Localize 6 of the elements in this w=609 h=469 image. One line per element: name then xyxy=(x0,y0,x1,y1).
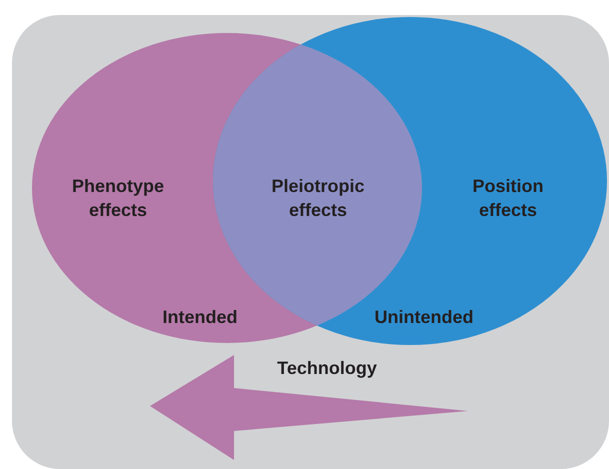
arrow-label: Technology xyxy=(276,357,378,380)
ellipse-label: Position effects xyxy=(472,175,544,222)
ellipse-label: Pleiotropic effects xyxy=(270,175,366,222)
ellipse-label: Intended xyxy=(162,306,238,329)
ellipse-label: Unintended xyxy=(374,306,474,329)
ellipse-label: Phenotype effects xyxy=(70,175,165,222)
